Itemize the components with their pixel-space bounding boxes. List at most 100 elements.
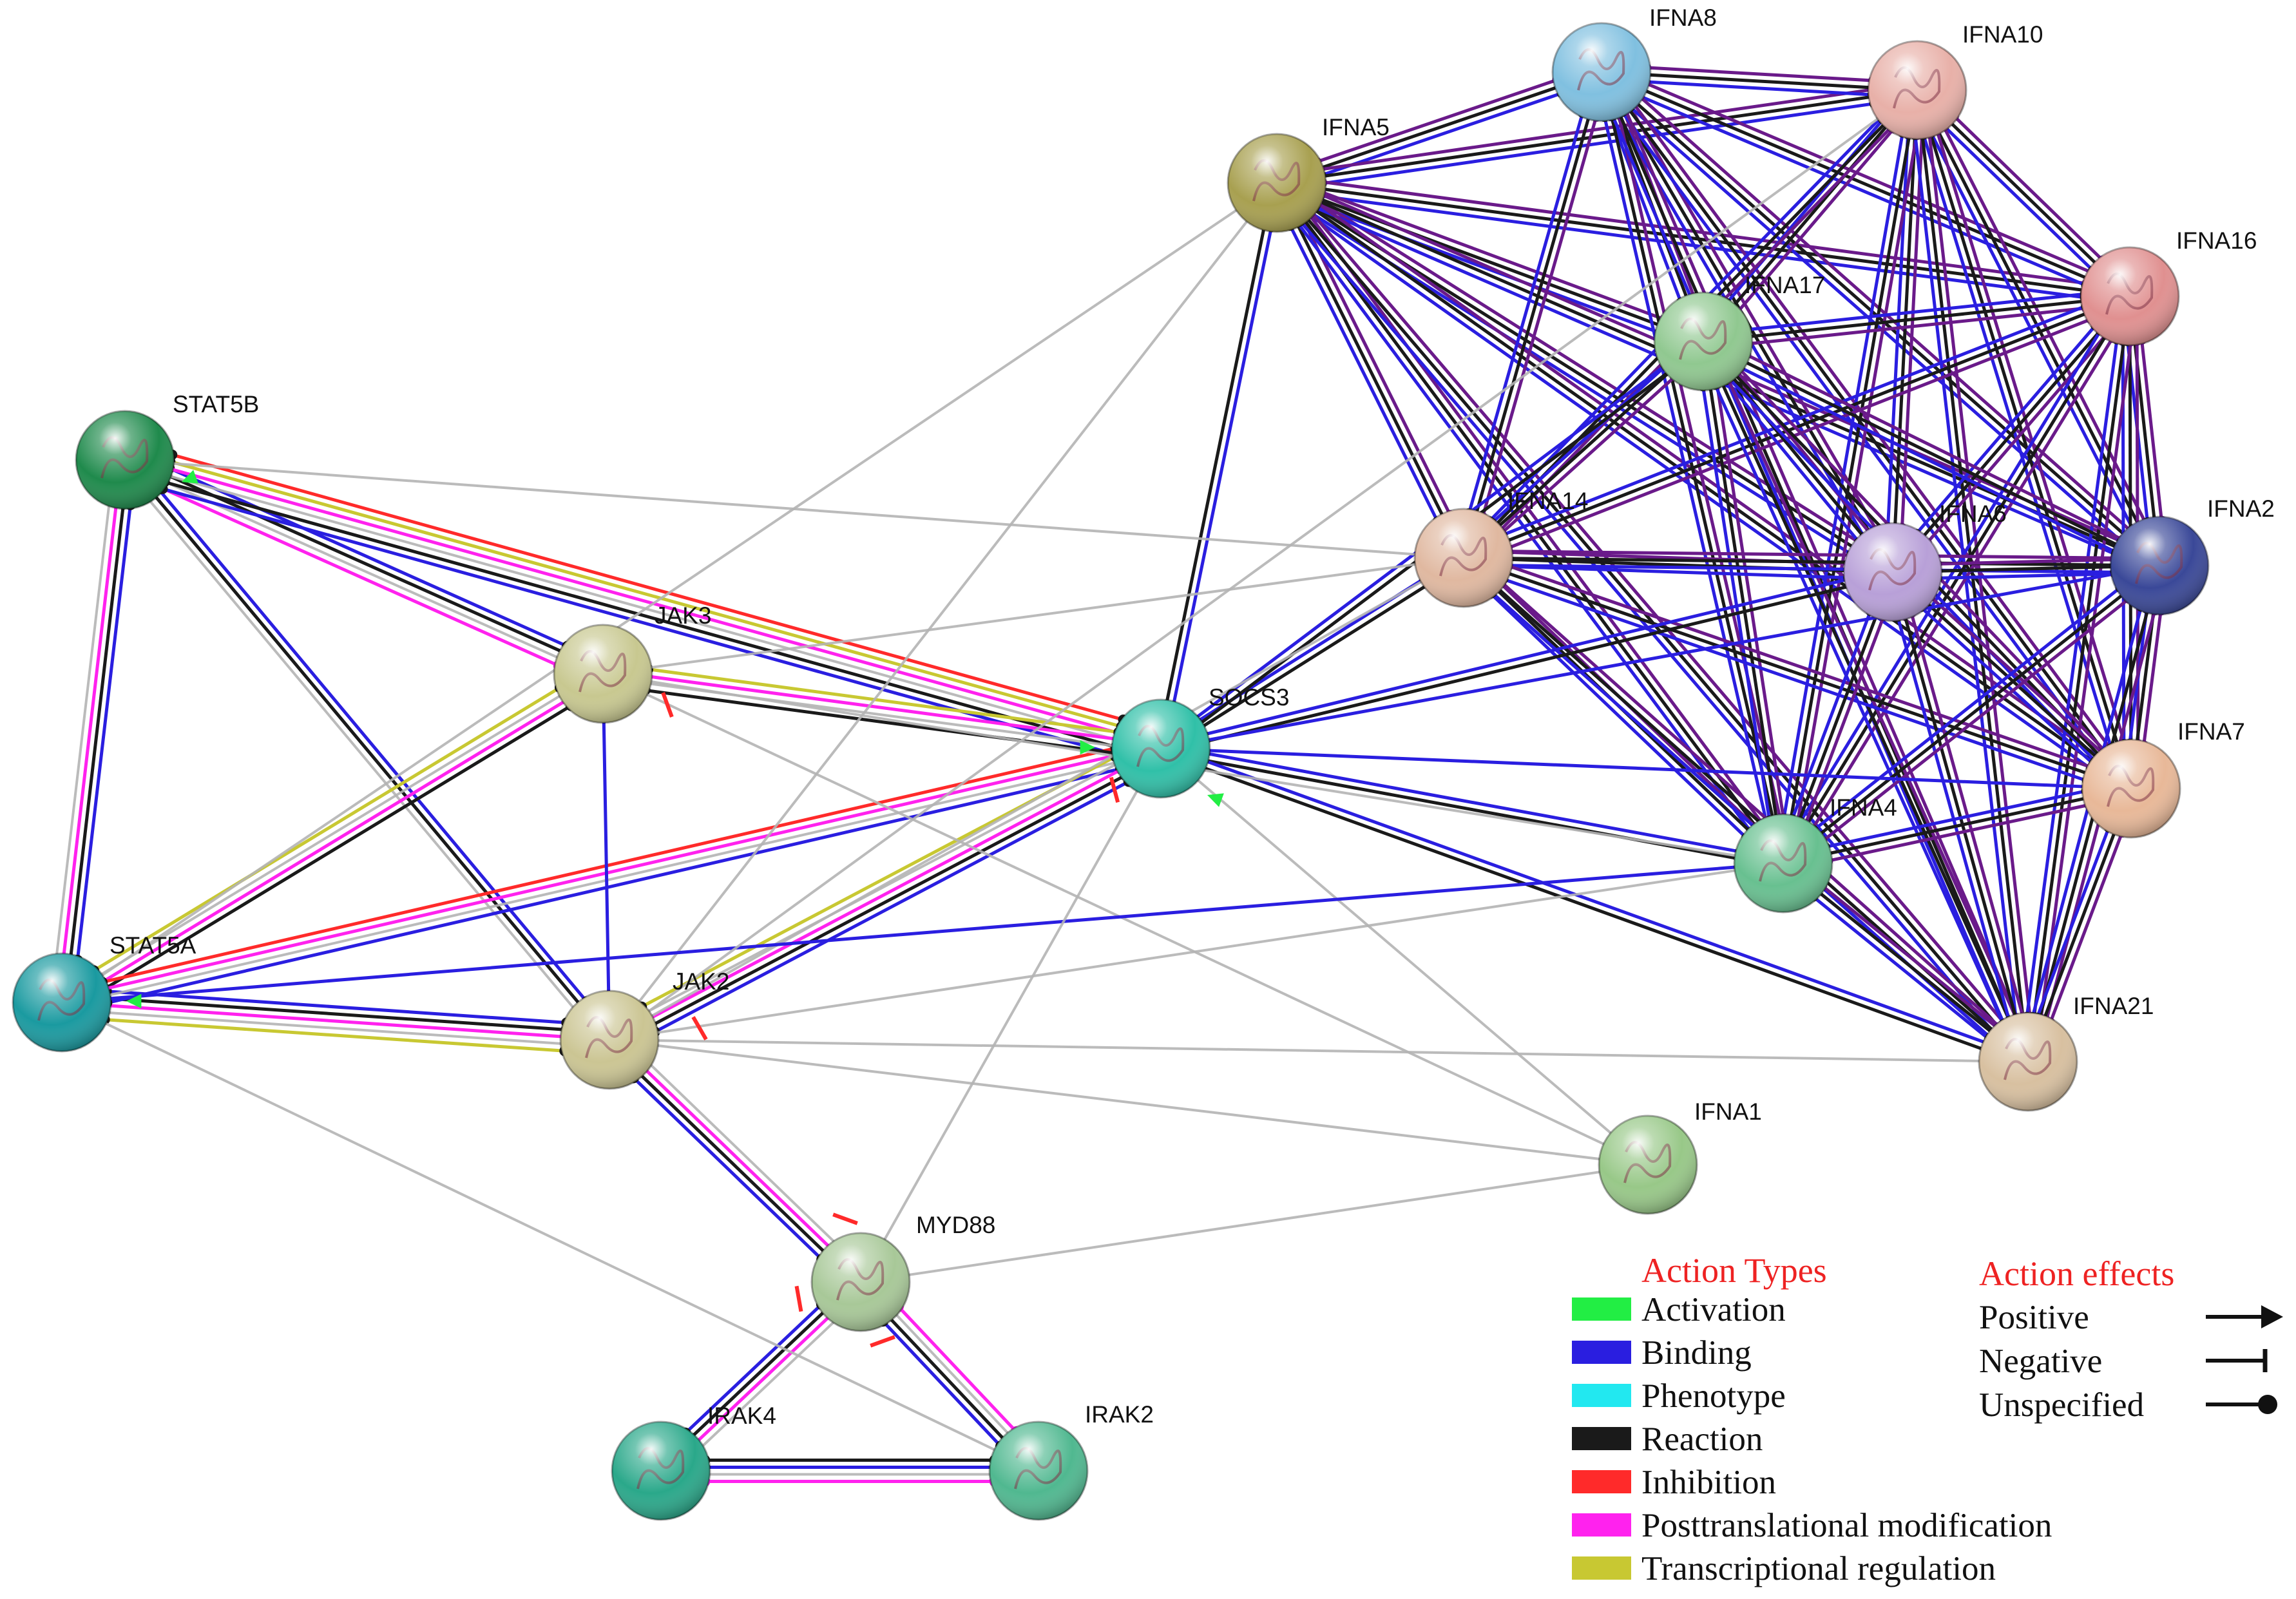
edge-line-binding	[1205, 749, 2087, 789]
node-ifna16[interactable]: IFNA16	[2080, 227, 2257, 347]
inhibition-bar-marker	[794, 1285, 803, 1312]
node-jak2[interactable]: JAK2	[559, 968, 729, 1090]
node-gloss	[13, 953, 111, 1051]
edge-line-binding	[1790, 610, 1872, 820]
edge-line-coexpression	[163, 480, 562, 660]
legend-swatch	[1572, 1341, 1631, 1364]
node-gloss	[2110, 517, 2208, 615]
node-stat5a[interactable]: STAT5A	[12, 932, 196, 1053]
node-gloss	[1599, 1116, 1697, 1214]
edge-jak2-ifna1	[653, 1044, 1605, 1161]
edge-line-transcriptional	[647, 667, 1119, 734]
node-label: IFNA16	[2176, 227, 2257, 254]
node-irak2[interactable]: IRAK2	[988, 1401, 1154, 1521]
edge-line-reaction	[1928, 131, 2120, 747]
node-ifna6[interactable]: IFNA6	[1842, 501, 2007, 622]
legend-effect-positive: Positive	[1979, 1299, 2283, 1336]
legend-item-binding: Binding	[1572, 1334, 1752, 1372]
node-gloss	[612, 1422, 710, 1520]
edge-line-binding	[1942, 124, 2094, 273]
edge-line-reaction	[104, 704, 572, 990]
edge-line-interferon_mesh	[1507, 550, 2116, 560]
edge-line-coexpression	[166, 474, 1118, 742]
edge-line-interferon_mesh	[1745, 353, 2124, 542]
legend-action-types-heading: Action Types	[1641, 1251, 1827, 1290]
inhibition-bar-marker	[1109, 776, 1120, 803]
edge-line-reaction	[1746, 299, 2087, 339]
node-label: IFNA4	[1830, 794, 1897, 821]
edge-socs3-ifna5	[1161, 220, 1277, 712]
node-label: IFNA21	[2073, 993, 2154, 1019]
edge-line-binding	[106, 767, 1121, 1005]
edge-line-binding	[105, 865, 1740, 1001]
edge-line-reaction	[1633, 100, 2128, 538]
edge-line-binding	[1501, 304, 2087, 537]
node-ifna10[interactable]: IFNA10	[1867, 21, 2043, 140]
legend-effect-negative: Negative	[1979, 1343, 2268, 1380]
edge-jak3-socs3	[640, 664, 1124, 759]
node-ifna21[interactable]: IFNA21	[1978, 993, 2154, 1112]
node-ifna2[interactable]: IFNA2	[2109, 495, 2275, 616]
edge-line-reaction	[1920, 329, 2103, 540]
edge-line-reaction	[1204, 584, 1851, 743]
edge-line-reaction	[1947, 119, 2100, 267]
activation-arrow-marker	[1080, 740, 1095, 755]
edge-line-reaction	[1645, 73, 1873, 90]
edge-line-coexpression	[635, 216, 1251, 1006]
node-socs3[interactable]: SOCS3	[1111, 684, 1289, 799]
node-gloss	[1228, 134, 1326, 232]
edge-jak3-ifna14	[646, 562, 1421, 669]
legend-label: Transcriptional regulation	[1641, 1550, 1996, 1587]
edge-stat5a-irak2	[100, 1020, 1000, 1453]
edge-line-interferon_mesh	[1480, 116, 1598, 518]
edge-line-reaction	[1797, 613, 1879, 823]
edge-line-reaction	[1893, 134, 1917, 528]
node-label: IRAK2	[1085, 1401, 1154, 1428]
node-gloss	[2082, 740, 2180, 838]
edge-line-binding	[1320, 91, 1563, 177]
node-gloss	[812, 1233, 910, 1331]
edge-line-coexpression	[169, 461, 1420, 557]
node-ifna17[interactable]: IFNA17	[1653, 272, 1825, 392]
edge-line-binding	[684, 1303, 823, 1434]
edge-stat5a-ifna5	[97, 206, 1241, 979]
activation-arrow-marker	[182, 470, 198, 484]
node-ifna5[interactable]: IFNA5	[1227, 114, 1390, 233]
edge-line-reaction	[1317, 84, 1561, 171]
edge-line-interferon_mesh	[1900, 134, 1924, 529]
node-jak3[interactable]: JAK3	[553, 602, 711, 724]
edge-line-transcriptional	[93, 686, 561, 972]
edge-line-reaction	[1937, 565, 2116, 573]
edge-line-binding	[1799, 329, 2103, 823]
node-irak4[interactable]: IRAK4	[611, 1403, 776, 1521]
node-ifna14[interactable]: IFNA14	[1413, 488, 1588, 608]
edge-line-binding	[882, 1320, 1002, 1448]
edge-line-interferon_mesh	[1644, 81, 2093, 274]
edge-line-coexpression	[644, 115, 1882, 1015]
edge-line-binding	[1620, 111, 2101, 759]
edge-line-binding	[1489, 592, 1748, 839]
node-stat5b[interactable]: STAT5B	[75, 391, 259, 510]
edge-line-interferon_mesh	[1929, 595, 2105, 755]
edge-line-reaction	[1200, 765, 1986, 1052]
legend-item-inhibition: Inhibition	[1572, 1464, 1776, 1501]
edge-line-binding	[1202, 577, 1850, 737]
node-ifna8[interactable]: IFNA8	[1551, 5, 1717, 122]
edge-line-reaction	[1320, 187, 2087, 292]
node-ifna4[interactable]: IFNA4	[1733, 794, 1897, 914]
node-ifna1[interactable]: IFNA1	[1598, 1098, 1762, 1215]
edge-line-ptm	[167, 466, 1120, 735]
edge-stat5b-jak3	[155, 463, 573, 671]
edge-line-interferon_mesh	[1937, 558, 2116, 566]
node-label: MYD88	[916, 1212, 995, 1238]
edge-line-binding	[2035, 827, 2110, 1019]
node-ifna7[interactable]: IFNA7	[2081, 718, 2245, 839]
edge-line-interferon_mesh	[1319, 88, 1873, 171]
edge-line-interferon_mesh	[1821, 884, 2000, 1030]
edge-line-reaction	[2042, 829, 2118, 1021]
edge-ifna16-ifna21	[2022, 334, 2136, 1024]
edge-line-reaction	[106, 997, 566, 1031]
edge-myd88-ifna1	[904, 1170, 1605, 1277]
node-myd88[interactable]: MYD88	[810, 1212, 995, 1332]
edge-line-coexpression	[644, 761, 1120, 1015]
